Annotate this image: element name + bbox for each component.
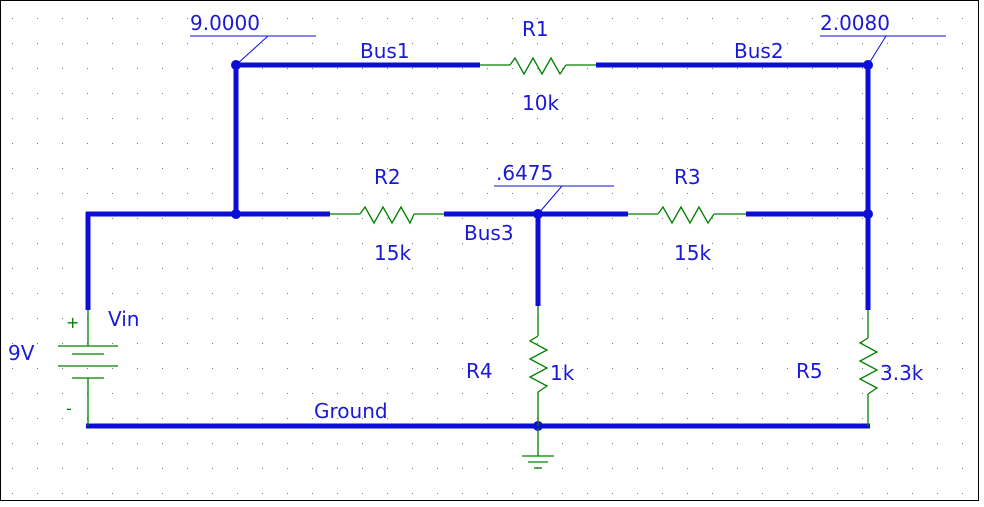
net-label-bus2: Bus2 [734,39,784,63]
voltage-marker-bus2[interactable]: 2.0080 [820,11,946,66]
ground-symbol[interactable] [522,428,554,469]
resistor-r1-symbol[interactable] [509,56,567,76]
voltage-marker-bus1[interactable]: 9.0000 [190,11,316,66]
r5-name: R5 [796,359,823,383]
net-label-ground: Ground [314,399,388,423]
resistor-r5-symbol[interactable] [858,337,879,395]
wires [85,62,871,429]
junctions [231,60,873,431]
r4-value: 1k [550,361,575,385]
r1-value: 10k [522,91,559,115]
battery-vin-symbol[interactable] [58,345,118,379]
voltage-bus2-value: 2.0080 [820,11,890,35]
component-leads [87,64,869,426]
r1-name: R1 [522,17,549,41]
resistor-r2-symbol[interactable] [359,205,415,225]
junction-bus1-middle [231,209,241,219]
r3-name: R3 [674,165,701,189]
voltage-bus3-value: .6475 [496,161,553,185]
junction-bus2-middle [863,209,873,219]
battery-minus-sign: - [66,399,72,418]
voltage-marker-bus3[interactable]: .6475 [494,161,614,215]
r4-name: R4 [466,359,493,383]
resistor-r4-symbol[interactable] [528,335,549,393]
net-label-bus1: Bus1 [360,39,410,63]
r3-value: 15k [674,241,711,265]
vin-value: 9V [8,341,35,365]
voltage-bus1-value: 9.0000 [190,11,260,35]
battery-plus-sign: + [66,313,79,332]
r5-value: 3.3k [880,361,924,385]
r2-name: R2 [374,165,401,189]
r2-value: 15k [374,241,411,265]
resistor-r3-symbol[interactable] [657,205,715,225]
net-label-bus3: Bus3 [464,221,514,245]
vin-name: Vin [108,307,139,331]
